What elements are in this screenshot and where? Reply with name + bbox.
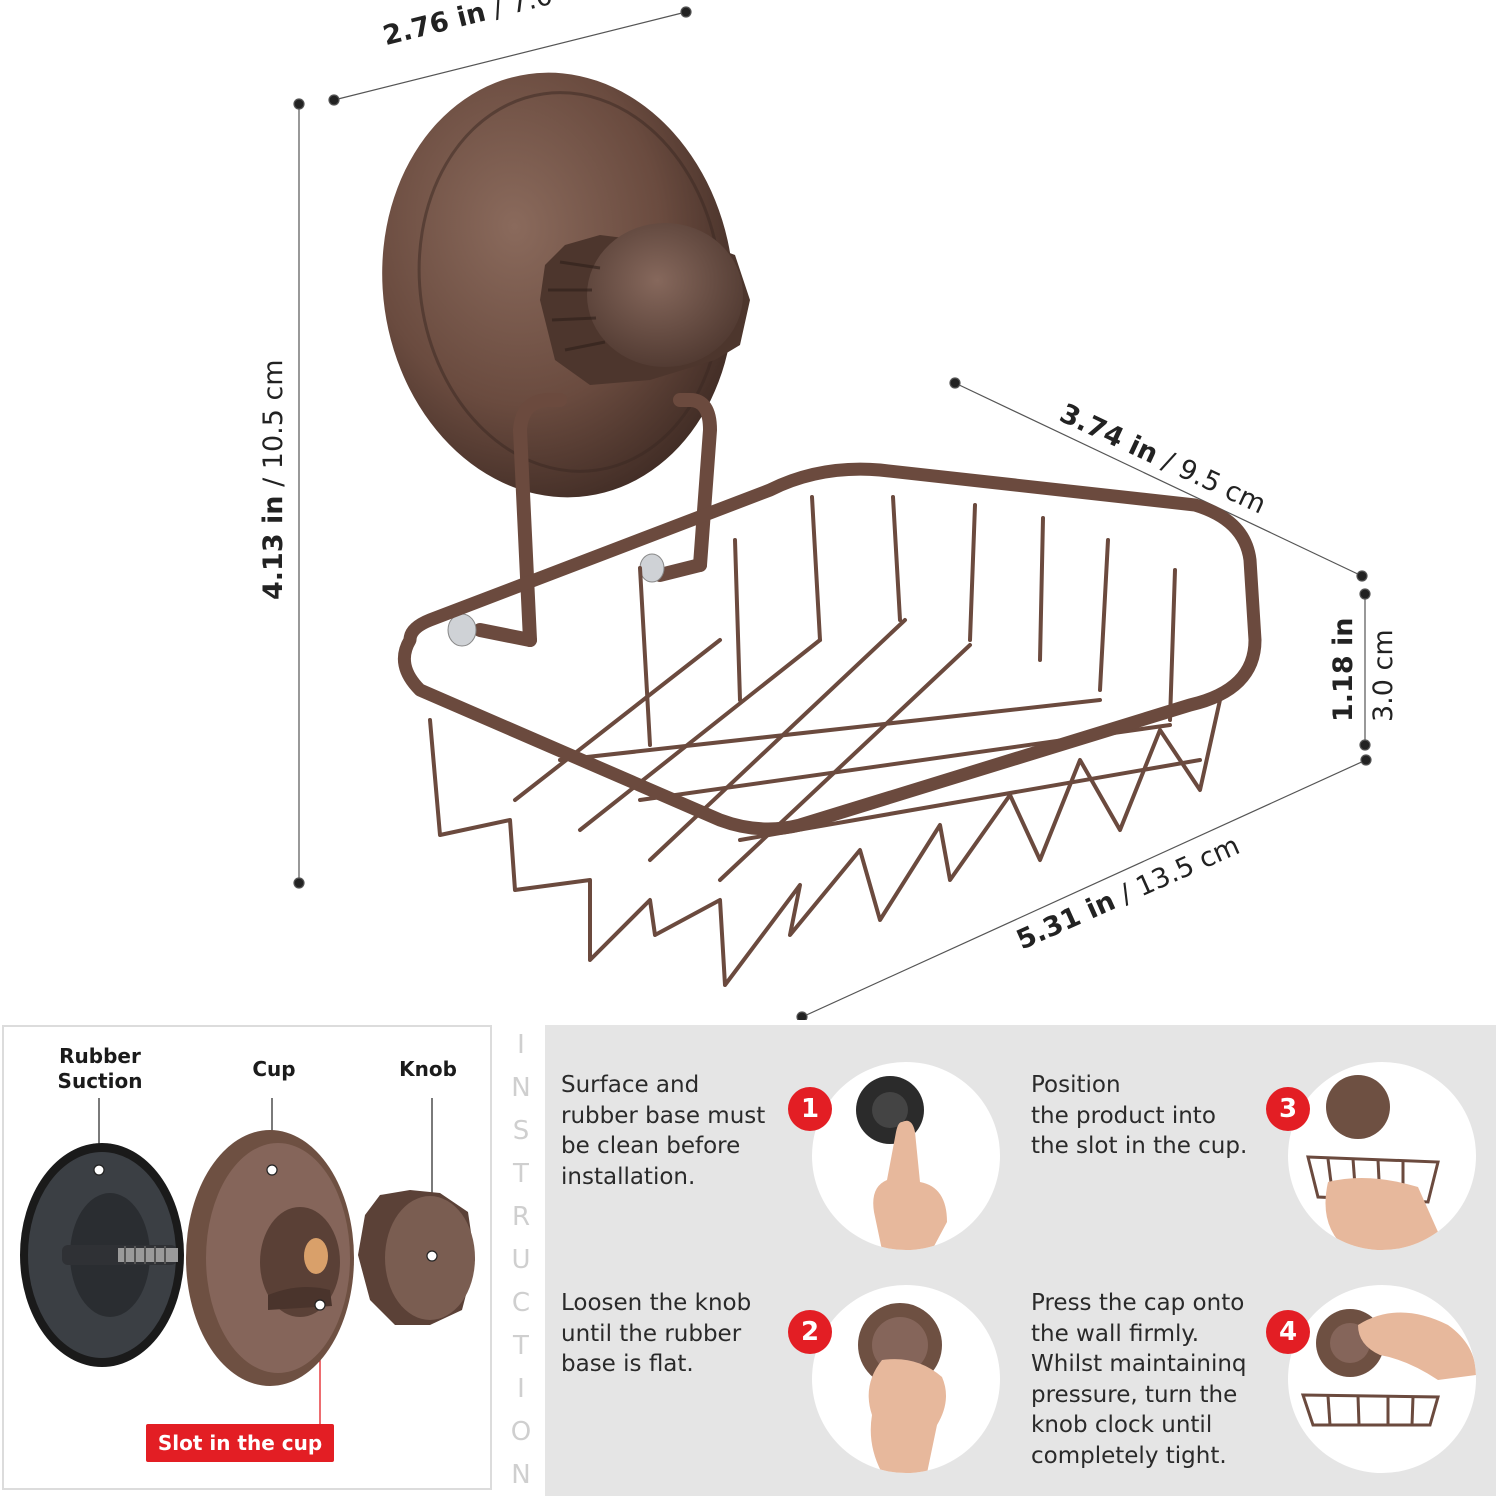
rubber-suction-line1: Rubber [59,1044,141,1068]
finger-press-icon [856,1076,947,1250]
step-4-line: knob clock until [1031,1412,1213,1438]
tighten-knob-icon [1300,1309,1476,1427]
product-dimension-figure [293,6,1372,1020]
step-3-line: the product into [1031,1102,1216,1129]
height-left-metric: / 10.5 cm [258,359,289,496]
position-basket-icon [1306,1075,1440,1250]
knob-label: Knob [399,1057,457,1081]
slot-in-cup-badge: Slot in the cup [146,1424,334,1462]
height-left-imperial: 4.13 in [258,495,289,601]
height-left-label: 4.13 in / 10.5 cm [258,359,289,600]
step-1-number: 1 [788,1087,832,1131]
instruction-vertical-label: I N S T R U C T I O N [506,1030,536,1490]
cup-label: Cup [252,1057,296,1081]
instruction-letter: C [511,1288,531,1318]
rubber-suction-line2: Suction [57,1069,143,1093]
step-1-line: rubber base must [561,1102,766,1129]
instruction-letter: N [511,1460,531,1490]
step-1-line: installation. [561,1163,696,1190]
step-3-line: the slot in the cup. [1031,1133,1248,1159]
step-1-text: Surface and rubber base must be clean be… [561,1070,765,1192]
knob-part [358,1190,475,1325]
step-1-photo [812,1062,1000,1250]
instruction-letter: T [513,1331,529,1361]
step-2-number: 2 [788,1310,832,1354]
step-2-text: Loosen the knob until the rubber base is… [561,1288,751,1380]
instruction-letter: R [511,1202,531,1232]
step-4-line: completely tight. [1031,1442,1227,1469]
step-4-line: the wall firmly. [1031,1320,1200,1347]
step-2-line: base is flat. [561,1351,694,1377]
parts-exploded-view [20,1098,475,1424]
knob-icon [540,223,750,385]
step-4-line: Press the cap onto [1031,1290,1245,1316]
step-2-line: until the rubber [561,1320,742,1347]
instruction-letter: I [517,1374,525,1404]
step-1-line: be clean before [561,1133,741,1159]
dimension-lines [293,6,1372,1020]
step-1-line: Surface and [561,1072,700,1098]
step-3-number: 3 [1266,1087,1310,1131]
wire-basket [397,462,1262,987]
basket-height-metric: 3.0 cm [1368,629,1399,722]
step-4-number: 4 [1266,1310,1310,1354]
step-4-line: Whilst maintaininq [1031,1351,1247,1377]
step-4-photo [1288,1285,1476,1473]
cup-part [186,1130,354,1386]
basket-height-imperial: 1.18 in [1328,617,1359,723]
step-4-line: pressure, turn the [1031,1381,1238,1408]
rubber-suction-part [20,1143,184,1367]
knob-loosen-icon [858,1303,946,1473]
step-2-line: Loosen the knob [561,1290,752,1316]
rubber-suction-label: Rubber Suction [40,1044,160,1094]
step-3-text: Position the product into the slot in th… [1031,1070,1247,1162]
step-2-photo [812,1285,1000,1473]
instruction-letter: T [513,1159,529,1189]
step-3-line: Position [1031,1072,1121,1098]
instruction-letter: N [511,1073,531,1103]
instruction-letter: O [510,1417,532,1447]
step-4-text: Press the cap onto the wall firmly. Whil… [1031,1288,1247,1471]
hanging-bracket [473,393,718,647]
instruction-letter: I [517,1030,525,1060]
instruction-letter: U [511,1245,531,1275]
step-3-photo [1288,1062,1476,1250]
instruction-letter: S [512,1116,530,1146]
